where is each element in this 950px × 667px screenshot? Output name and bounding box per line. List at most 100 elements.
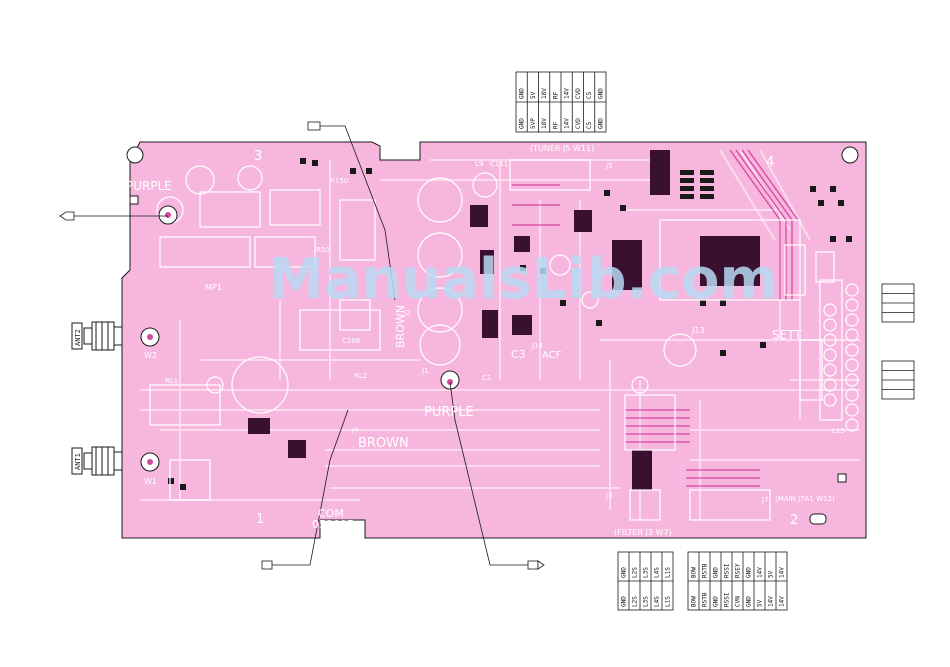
pin-label: GND [713, 567, 720, 578]
pin-label: L3S [643, 596, 650, 607]
j1-label: J1 [421, 367, 429, 375]
pin-label: GND [621, 567, 628, 578]
pin-label: 18V [541, 118, 548, 129]
filter-label: (FILTER J3 W7) [614, 528, 672, 537]
j4-label: J4 [351, 426, 359, 434]
brown-label-lower: BROWN [358, 436, 409, 451]
j7-label: J7 [761, 496, 769, 504]
pcb-outline [121, 141, 867, 539]
corner-number-4: 4 [766, 155, 774, 170]
mp1-label: MP1 [205, 283, 222, 292]
j5-label: J5 [605, 162, 613, 170]
corner-number-3: 3 [254, 149, 262, 164]
brown-label-vertical: BROWN [394, 305, 407, 348]
probe-plugs [59, 121, 545, 570]
pin-label: RSTB [702, 563, 709, 578]
pin-label: 14V [564, 118, 571, 129]
w2-label: W2 [144, 351, 157, 360]
c111-label: C111 [490, 160, 508, 168]
pin-label: L1S [665, 567, 672, 578]
j14-label: J14 [531, 342, 544, 350]
pin-label: L2S [632, 567, 639, 578]
round-components [156, 165, 859, 432]
j13-label: J13 [691, 326, 705, 335]
rl2-label: RL2 [354, 372, 367, 380]
acf-label: ACF [542, 350, 562, 361]
pin-label: RSEY [735, 563, 742, 578]
j3-label: J3 [605, 492, 613, 500]
silkscreen-labels: PURPLE PURPLE BROWN BROWN COM 05300F (TU… [126, 144, 845, 537]
pin-label: L3S [643, 567, 650, 578]
pin-label: CVD [575, 88, 582, 99]
pin-label: 5V [757, 599, 764, 607]
pin-label: C5 [586, 91, 593, 99]
connector-table-bottom-right [687, 551, 788, 611]
pin-label: 5V [530, 91, 537, 99]
pin-label: L4S [654, 567, 661, 578]
pin-label: RSSI [724, 563, 731, 578]
pin-label: 14V [768, 596, 775, 607]
pin-label: 18V [541, 88, 548, 99]
w1-label: W1 [144, 477, 157, 486]
side-table-lower [881, 360, 915, 400]
component-outlines [149, 159, 843, 521]
sett-label: SETT [772, 328, 802, 342]
r50-label: R50 [316, 246, 330, 254]
main-label: (MAIN J7A1 W12) [775, 495, 835, 503]
purple-label-top: PURPLE [126, 179, 172, 193]
pin-label: BOW [691, 567, 698, 578]
wire-leaders [62, 125, 530, 566]
connector-bottom-right-pins: BOW RSTB GND RSSI RSEY GND 14V 5V 14V BOW RSTB GND R… [691, 563, 786, 607]
rl1-label: RL1 [165, 377, 178, 385]
pin-label: GND [621, 596, 628, 607]
mounting-holes [126, 146, 859, 525]
c108-label: C108 [342, 337, 360, 345]
pin-label: L1S [665, 596, 672, 607]
connector-table-bottom-left [617, 551, 674, 611]
pin-label: GND [746, 567, 753, 578]
pin-label: CVN [735, 596, 742, 607]
antenna-connector-ant2: ANT2 [71, 321, 123, 351]
pin-label: 14V [779, 596, 786, 607]
pin-label: C5 [586, 121, 593, 129]
pin-label: RF [552, 121, 559, 129]
l15-label: L15 [832, 427, 845, 435]
r150-label: R150 [330, 177, 348, 185]
corner-number-2: 2 [790, 513, 798, 528]
pin-label: GND [519, 118, 526, 129]
corner-number-1: 1 [256, 512, 264, 527]
antenna-connector-ant1: ANT1 [71, 446, 123, 476]
watermark-text: ManualsLib.com [268, 247, 778, 312]
tuner-label: (TUNER J5 W11) [530, 144, 594, 153]
l9-label: L9 [475, 160, 483, 168]
j2-label: J2 [403, 309, 411, 317]
ant1-label: ANT1 [74, 453, 82, 470]
side-table-upper [881, 283, 915, 323]
pin-label: RSSI [724, 592, 731, 607]
pin-label: 14V [564, 88, 571, 99]
pin-label: RF [552, 91, 559, 99]
purple-label-center: PURPLE [424, 405, 474, 420]
pin-label: GND [597, 88, 604, 99]
pin-label: RSTB [702, 592, 709, 607]
pin-label: CVD [575, 118, 582, 129]
pin-label: 14V [779, 567, 786, 578]
pin-label: 5VP [530, 118, 537, 129]
smd-pads [168, 158, 852, 490]
pin-label: L4S [654, 596, 661, 607]
pin-label: 14V [757, 567, 764, 578]
pin-label: 5V [768, 570, 775, 578]
ic-chips [248, 150, 760, 490]
c1-label: C1 [482, 374, 491, 382]
connector-table-top [515, 71, 607, 133]
pin-label: GND [713, 596, 720, 607]
pin-label: GND [746, 596, 753, 607]
part-number-label: 05300F [312, 518, 353, 531]
c3-label: C3 [511, 348, 526, 361]
pin-label: GND [519, 88, 526, 99]
pin-label: BOW [691, 596, 698, 607]
pin-label: GND [597, 118, 604, 129]
